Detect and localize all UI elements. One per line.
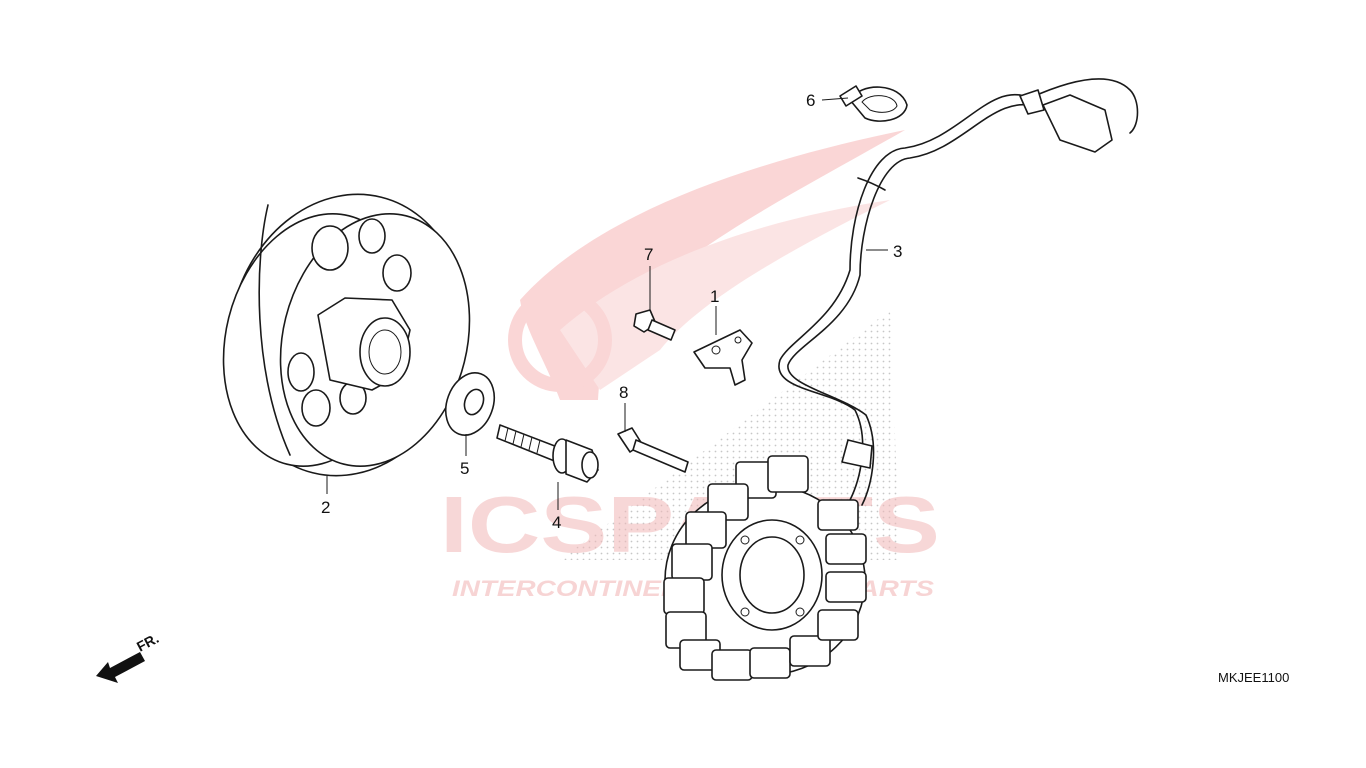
wire-clamp[interactable] xyxy=(839,85,908,122)
callout-3[interactable]: 3 xyxy=(893,242,902,261)
front-label: FR. xyxy=(134,630,161,655)
stator-wire-harness[interactable] xyxy=(778,78,1139,506)
bolt-lower[interactable] xyxy=(617,427,689,473)
front-indicator: FR. xyxy=(96,630,161,683)
washer[interactable] xyxy=(437,366,502,442)
callout-7[interactable]: 7 xyxy=(644,245,653,264)
flywheel[interactable] xyxy=(198,169,495,501)
callout-5[interactable]: 5 xyxy=(460,459,469,478)
bolt-upper[interactable] xyxy=(633,309,676,341)
callout-1[interactable]: 1 xyxy=(710,287,719,306)
front-arrow-icon xyxy=(96,652,145,683)
stator[interactable] xyxy=(663,455,867,681)
flange-bolt[interactable] xyxy=(496,424,599,483)
callout-8[interactable]: 8 xyxy=(619,383,628,402)
callout-6[interactable]: 6 xyxy=(806,91,815,110)
bracket[interactable] xyxy=(693,329,753,386)
watermark-wing-logo xyxy=(508,130,905,400)
drawing-code: MKJEE1100 xyxy=(1218,670,1289,685)
callout-2[interactable]: 2 xyxy=(321,498,330,517)
callout-4[interactable]: 4 xyxy=(552,513,561,532)
leader-lines xyxy=(326,97,888,510)
